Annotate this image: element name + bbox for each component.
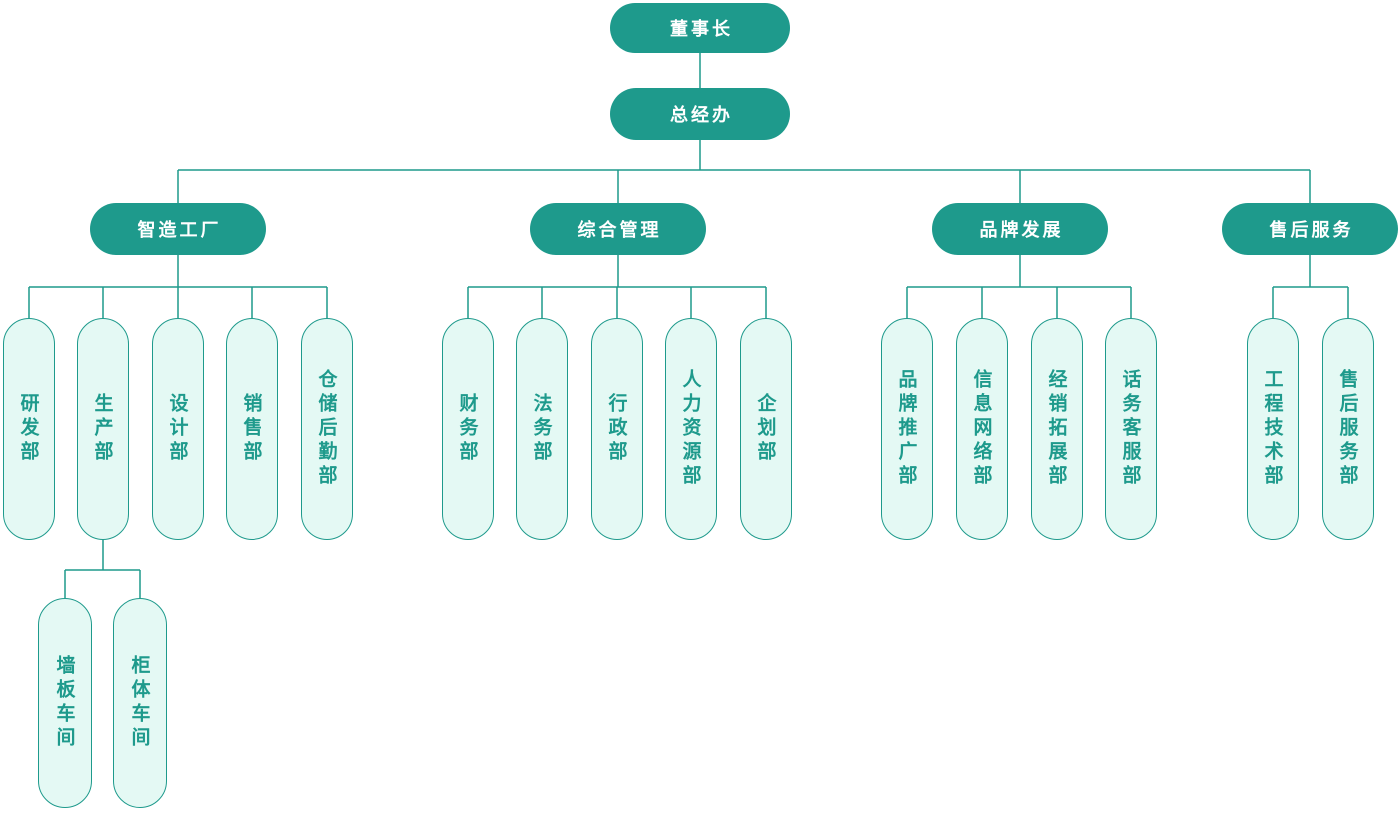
dept-info-network: 信息网络部 <box>956 318 1008 540</box>
chairman-node: 董事长 <box>610 3 790 53</box>
general-office-node: 总经办 <box>610 88 790 140</box>
dept-warehouse-logistics: 仓储后勤部 <box>301 318 353 540</box>
dept-rd: 研发部 <box>3 318 55 540</box>
dept-legal: 法务部 <box>516 318 568 540</box>
branch-general-management: 综合管理 <box>530 203 706 255</box>
branch-brand-development: 品牌发展 <box>932 203 1108 255</box>
workshop-cabinet: 柜体车间 <box>113 598 167 808</box>
dept-after-sales-service: 售后服务部 <box>1322 318 1374 540</box>
dept-admin: 行政部 <box>591 318 643 540</box>
dept-engineering-tech: 工程技术部 <box>1247 318 1299 540</box>
branch-after-sales: 售后服务 <box>1222 203 1398 255</box>
dept-dealer-expansion: 经销拓展部 <box>1031 318 1083 540</box>
dept-design: 设计部 <box>152 318 204 540</box>
dept-brand-promotion: 品牌推广部 <box>881 318 933 540</box>
branch-smart-factory: 智造工厂 <box>90 203 266 255</box>
dept-finance: 财务部 <box>442 318 494 540</box>
dept-hr: 人力资源部 <box>665 318 717 540</box>
dept-production: 生产部 <box>77 318 129 540</box>
workshop-wallboard: 墙板车间 <box>38 598 92 808</box>
dept-sales: 销售部 <box>226 318 278 540</box>
dept-call-service: 话务客服部 <box>1105 318 1157 540</box>
dept-planning: 企划部 <box>740 318 792 540</box>
